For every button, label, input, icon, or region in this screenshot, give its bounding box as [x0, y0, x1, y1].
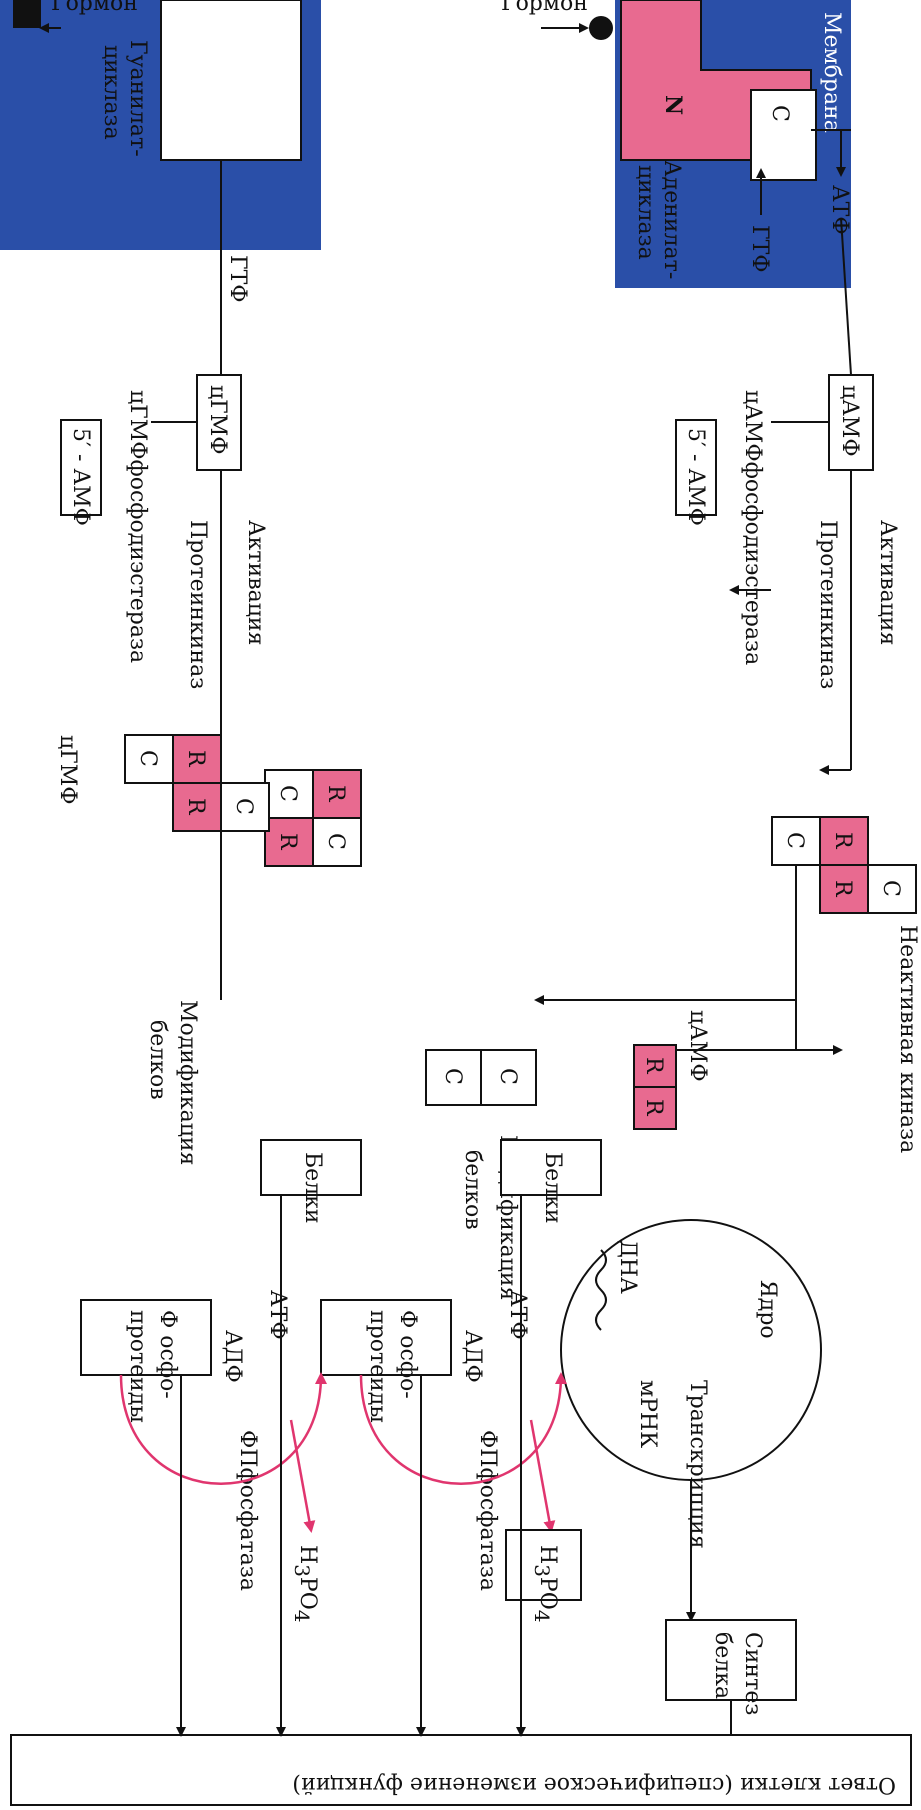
phosphatase-top: ФПфосфатаза [475, 1430, 500, 1591]
activation-label-bottom: Активация [243, 520, 268, 645]
atp-label-top: АТФ [827, 185, 852, 235]
protein-kinase-label-bottom: Протеинкиназ [185, 520, 210, 689]
adenylate-label-1: Аденилат- [659, 160, 684, 279]
gk2-c1-label: C [135, 750, 160, 767]
amp5-label-top: 5′ - АМФ [683, 428, 708, 526]
subunit-c-box [751, 90, 816, 180]
gk-c1-label: C [275, 785, 300, 802]
camp-rr-label: цАМФ [685, 1010, 710, 1082]
atp-bottom: АТФ [265, 1290, 290, 1340]
phosphatase-bottom: ФПфосфатаза [235, 1430, 260, 1591]
h3po4-top-po: PO [535, 1577, 560, 1610]
gk-r2-label: R [275, 833, 300, 851]
gtp-label-bottom: ГТФ [225, 255, 250, 303]
gk2-c2-label: C [231, 798, 256, 815]
cc-box-1-label: C [495, 1068, 520, 1085]
h3po4-top-4: 4 [530, 1610, 554, 1623]
adp-top: АДФ [460, 1330, 485, 1383]
subunit-n-label: N [660, 95, 686, 115]
phospho-top-1: Ф осфо- [395, 1310, 420, 1399]
protein-synthesis-1: Синтез [740, 1632, 765, 1715]
activation-label-top: Активация [875, 520, 900, 645]
modification-label-top-2: белков [460, 1150, 485, 1230]
cgmp-kinase-label: цГМФ [55, 735, 80, 805]
protein-kinase-label-top: Протеинкиназ [815, 520, 840, 689]
inactive-kinase-label: Неактивная киназа [895, 925, 920, 1153]
cgmp-label: цГМФ [205, 385, 230, 455]
h3po4-bottom-4: 4 [290, 1610, 314, 1623]
phosphatase-arc-bottom [121, 1375, 321, 1484]
kinase-c2-label: C [782, 832, 807, 849]
proteins-label-top: Белки [540, 1152, 565, 1224]
nucleus-label: Ядро [755, 1280, 780, 1339]
h3po4-bottom-h: H [295, 1545, 320, 1564]
to-h3po4-bottom [291, 1420, 311, 1530]
adenylate-label-2: циклаза [633, 165, 658, 260]
h3po4-top: H3PO4 [530, 1545, 560, 1623]
h3po4-top-h: H [535, 1545, 560, 1564]
amp5-label-bottom: 5′ - АМФ [68, 428, 93, 526]
cell-response-label: Ответ клетки (специфическое изменение фу… [292, 1772, 896, 1797]
phospho-bottom-2: протеиды [125, 1310, 150, 1423]
hormone-square-bottom [13, 0, 41, 28]
dna-label: ДНА [615, 1240, 640, 1294]
guanylate-label-1: Гуанилат- [125, 40, 150, 157]
h3po4-bottom-po: PO [295, 1577, 320, 1610]
h3po4-bottom-3: 3 [290, 1564, 314, 1577]
mrna-label: мРНК [635, 1380, 660, 1448]
gtp-label-top: ГТФ [747, 225, 772, 273]
gk2-r1-label: R [183, 750, 208, 768]
cgmp-pde-label: цГМФфосфодиэстераза [125, 390, 150, 663]
guanylate-cyclase-shape [161, 0, 301, 160]
protein-synthesis-2: белка [710, 1632, 735, 1699]
gk-c2-label: C [323, 833, 348, 850]
hormone-dot-top [589, 16, 613, 40]
rr-box-2-label: R [641, 1099, 666, 1117]
kinase-c1-label: C [878, 880, 903, 897]
h3po4-bottom: H3PO4 [290, 1545, 320, 1623]
camp-pde-label: цАМФфосфодиэстераза [740, 390, 765, 665]
gk2-r2-label: R [183, 798, 208, 816]
proteins-label-bottom: Белки [300, 1152, 325, 1224]
adp-bottom: АДФ [220, 1330, 245, 1383]
hormone-label-bottom: Гормон [51, 0, 138, 16]
phospho-bottom-1: Ф осфо- [155, 1310, 180, 1399]
hormone-label-top: Гормон [501, 0, 588, 16]
transcription-label: Транскрипция [685, 1380, 710, 1549]
modification-label-bottom-2: белков [145, 1020, 170, 1100]
subunit-c-label: C [767, 105, 792, 122]
membrane-label: Мембрана [819, 12, 844, 133]
camp-label: цАМФ [837, 385, 862, 457]
atp-top-2: АТФ [505, 1290, 530, 1340]
guanylate-label-2: циклаза [99, 45, 124, 140]
kinase-r1-label: R [830, 880, 855, 898]
kinase-r2-label: R [830, 832, 855, 850]
rr-box-1-label: R [641, 1057, 666, 1075]
phospho-top-2: протеиды [365, 1310, 390, 1423]
phosphatase-arc-top [361, 1375, 561, 1484]
cc-box-2-label: C [440, 1068, 465, 1085]
h3po4-top-3: 3 [530, 1564, 554, 1577]
to-h3po4-top [531, 1420, 551, 1530]
gk-r1-label: R [323, 785, 348, 803]
modification-label-bottom-1: Модификация [175, 1000, 200, 1165]
